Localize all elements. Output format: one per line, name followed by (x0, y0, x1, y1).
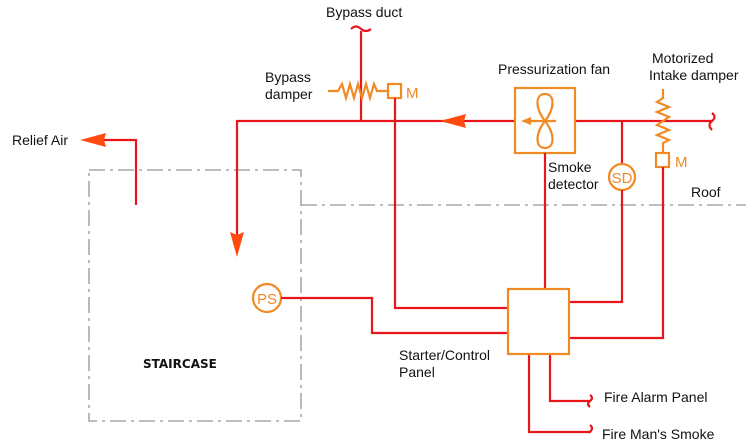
label-bypass-duct: Bypass duct (326, 4, 402, 20)
fan-direction-arrow-icon (521, 117, 531, 125)
control-panel (506, 287, 571, 356)
label-control-panel-2: Panel (399, 364, 435, 380)
main-supply-duct (230, 112, 716, 257)
wire-fire-alarm-panel (548, 354, 590, 403)
label-roof: Roof (691, 184, 721, 200)
wire-bypass-damper (393, 98, 508, 310)
pressure-sensor: PS (251, 282, 283, 314)
relief-air-duct (80, 133, 138, 205)
label-motorized-2: Intake damper (649, 67, 739, 83)
staircase-supply-arrow-icon (230, 232, 244, 257)
control-wiring (281, 98, 665, 434)
wire-smoke-detector (569, 190, 624, 304)
label-relief-air: Relief Air (12, 132, 68, 148)
label-bypass-damper-2: damper (265, 86, 313, 102)
intake-damper: M (654, 89, 688, 171)
pressurization-fan (513, 86, 577, 155)
fire-alarm-break-icon (586, 394, 594, 408)
label-fire-mans-smoke: Fire Man's Smoke (602, 426, 715, 442)
fire-mans-smoke-break-icon (586, 424, 594, 434)
bypass-duct-break-icon (350, 25, 372, 33)
staircase-boundary (88, 169, 302, 422)
bypass-damper-motor-label: M (406, 85, 419, 102)
label-bypass-damper-1: Bypass (265, 69, 311, 85)
supply-flow-arrow-icon (440, 114, 466, 128)
duct-break-icon (708, 112, 716, 131)
intake-damper-motor-label: M (675, 154, 688, 171)
smoke-detector: SD (607, 121, 637, 192)
label-staircase: STAIRCASE (143, 357, 217, 371)
label-smoke-detector-2: detector (548, 176, 599, 192)
smoke-detector-symbol: SD (612, 170, 633, 187)
wire-fire-mans-smoke (527, 354, 590, 434)
label-smoke-detector-1: Smoke (548, 159, 592, 175)
intake-damper-motor-box (654, 151, 671, 169)
label-fire-alarm-panel: Fire Alarm Panel (604, 389, 707, 405)
bypass-damper: M (328, 79, 419, 103)
label-control-panel-1: Starter/Control (399, 347, 490, 363)
wire-pressure-sensor (281, 296, 508, 335)
pressure-sensor-symbol: PS (257, 291, 277, 308)
label-pressurization-fan: Pressurization fan (498, 61, 610, 77)
bypass-damper-motor-box (386, 82, 403, 100)
label-motorized-1: Motorized (652, 50, 713, 66)
bypass-duct (350, 25, 372, 121)
relief-air-arrow-icon (80, 133, 106, 147)
wire-intake-damper (569, 167, 665, 340)
